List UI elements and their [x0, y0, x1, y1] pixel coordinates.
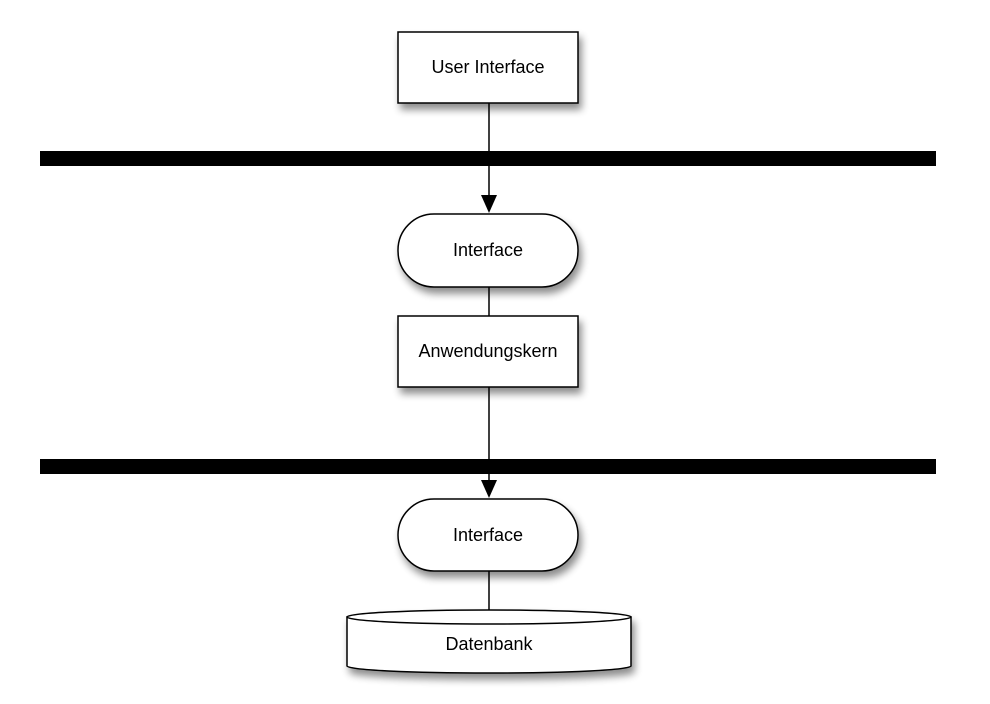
layer-separator-upper — [40, 151, 936, 166]
arrowhead-core-to-interface — [481, 480, 497, 498]
node-database-label: Datenbank — [445, 634, 533, 654]
node-interface-lower: Interface — [397, 498, 579, 572]
arrowhead-ui-to-interface — [481, 195, 497, 213]
node-application-core-label: Anwendungskern — [418, 341, 557, 361]
node-user-interface-label: User Interface — [431, 57, 544, 77]
node-interface-upper: Interface — [397, 213, 579, 288]
node-interface-upper-label: Interface — [453, 240, 523, 260]
node-database — [346, 609, 632, 674]
node-application-core: Anwendungskern — [397, 315, 579, 388]
node-user-interface: User Interface — [397, 31, 579, 104]
node-interface-lower-label: Interface — [453, 525, 523, 545]
layer-separator-lower — [40, 459, 936, 474]
